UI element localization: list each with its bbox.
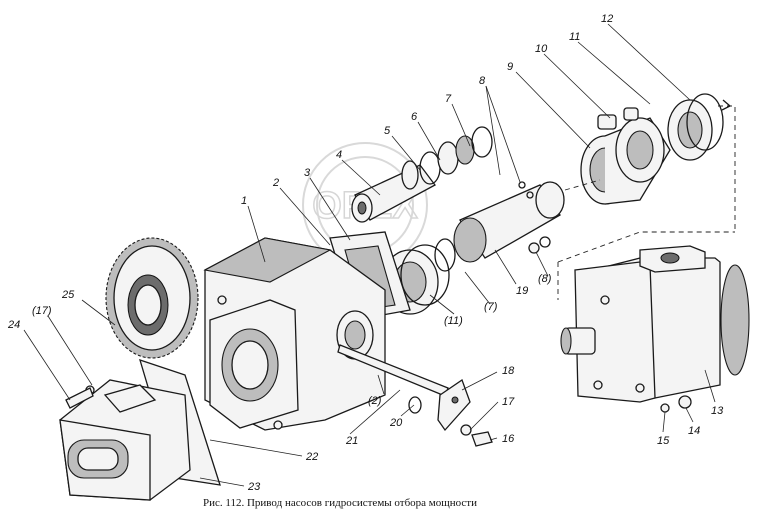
label-5: 5 bbox=[384, 125, 391, 137]
label-22: 22 bbox=[305, 451, 318, 463]
label-23: 23 bbox=[247, 481, 261, 493]
label-19: 19 bbox=[516, 285, 528, 297]
label-3: 3 bbox=[304, 167, 311, 179]
label-2: 2 bbox=[272, 177, 279, 189]
label-21: 21 bbox=[345, 435, 358, 447]
label-p8: (8) bbox=[538, 273, 552, 285]
label-p17: (17) bbox=[32, 305, 52, 317]
label-11: 11 bbox=[569, 31, 580, 43]
label-p11: (11) bbox=[444, 315, 463, 327]
label-20: 20 bbox=[389, 417, 403, 429]
shaft-parts bbox=[351, 126, 493, 223]
part-labels: 1 2 3 4 5 6 7 8 9 10 11 12 13 14 15 16 1… bbox=[7, 13, 724, 493]
label-p2: (2) bbox=[368, 395, 382, 407]
label-12: 12 bbox=[601, 13, 613, 25]
label-15: 15 bbox=[657, 435, 670, 447]
figure-caption: Рис. 112. Привод насосов гидросистемы от… bbox=[203, 497, 477, 509]
label-25: 25 bbox=[61, 289, 75, 301]
label-14: 14 bbox=[688, 425, 700, 437]
label-1: 1 bbox=[241, 195, 247, 207]
housing-1 bbox=[203, 237, 386, 431]
pump-23 bbox=[59, 379, 191, 501]
bearing-housing-10 bbox=[564, 93, 736, 232]
splined-shaft-19 bbox=[434, 181, 565, 272]
label-24: 24 bbox=[7, 319, 20, 331]
label-6: 6 bbox=[411, 111, 418, 123]
label-16: 16 bbox=[502, 433, 515, 445]
label-17: 17 bbox=[502, 396, 515, 408]
gear-25 bbox=[105, 237, 199, 359]
lever-21-18 bbox=[337, 344, 493, 447]
label-p7: (7) bbox=[484, 301, 498, 313]
label-9: 9 bbox=[507, 61, 513, 73]
label-10: 10 bbox=[535, 43, 548, 55]
label-13: 13 bbox=[711, 405, 724, 417]
label-7: 7 bbox=[445, 93, 452, 105]
label-8: 8 bbox=[479, 75, 486, 87]
label-4: 4 bbox=[336, 149, 342, 161]
pump-13 bbox=[557, 231, 750, 413]
label-18: 18 bbox=[502, 365, 515, 377]
leader-lines bbox=[23, 23, 716, 487]
